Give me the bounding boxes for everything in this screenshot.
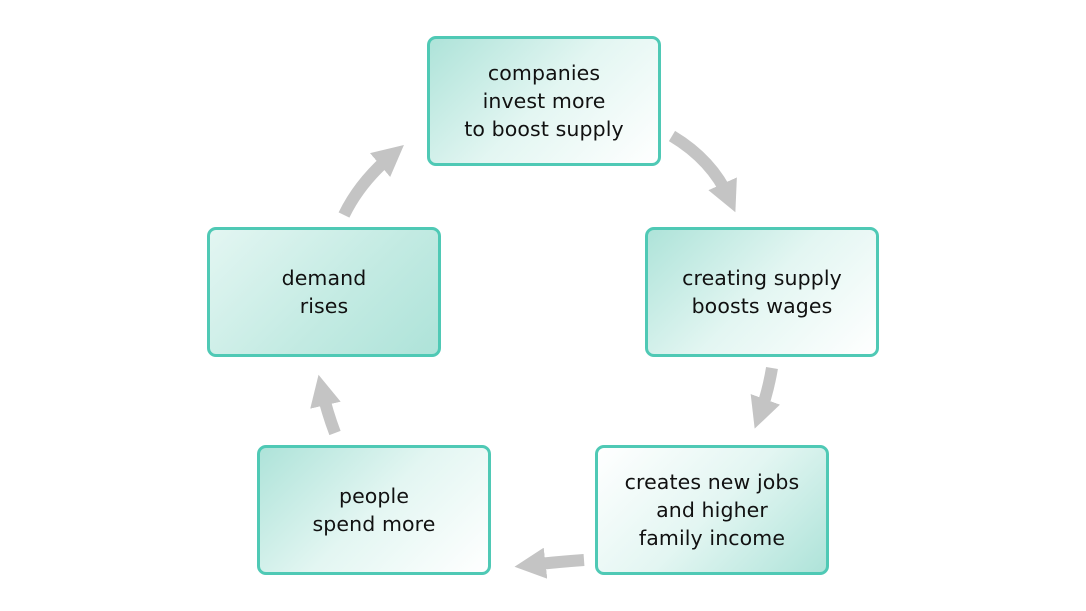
node-line: and higher	[656, 498, 768, 522]
node-people-spend: people spend more	[257, 445, 491, 575]
node-line: rises	[299, 294, 349, 318]
node-demand-rises: demand rises	[207, 227, 441, 357]
arrow-box4-to-box5	[310, 374, 341, 436]
arrow-box1-to-box2	[668, 130, 737, 213]
node-creates-jobs: creates new jobs and higher family incom…	[595, 445, 829, 575]
node-line: family income	[638, 526, 786, 550]
arrow-box2-to-box3	[750, 366, 780, 429]
node-creating-supply: creating supply boosts wages	[645, 227, 879, 357]
node-line: creating supply	[682, 266, 842, 290]
node-line: people	[338, 484, 410, 508]
node-line: spend more	[312, 512, 436, 536]
node-line: boosts wages	[691, 294, 833, 318]
node-companies-invest: companies invest more to boost supply	[427, 36, 661, 166]
node-line: creates new jobs	[624, 470, 800, 494]
node-line: demand	[281, 266, 367, 290]
node-line: invest more	[482, 89, 606, 113]
arrow-box5-to-box1	[338, 144, 404, 218]
arrow-box3-to-box4	[514, 547, 585, 579]
node-line: companies	[487, 61, 601, 85]
node-line: to boost supply	[464, 117, 624, 141]
